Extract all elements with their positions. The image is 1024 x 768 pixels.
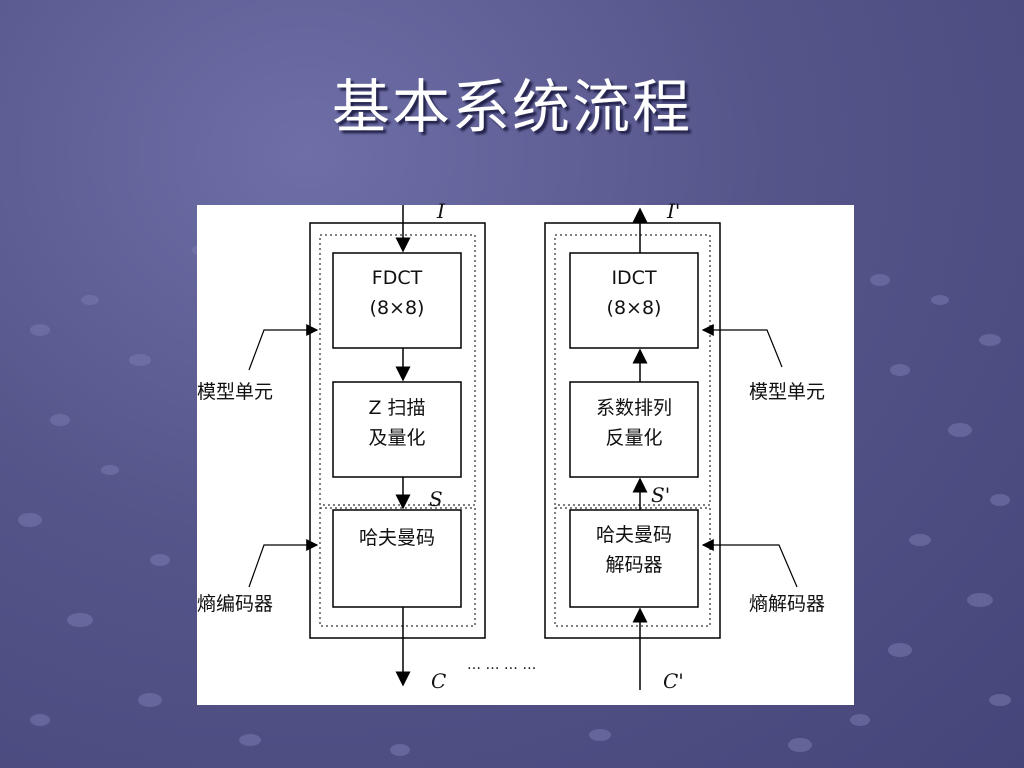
- idct-box: [569, 252, 699, 349]
- decoder-outer-frame: [544, 222, 721, 639]
- jpeg-flow-diagram: I FDCT (8×8) Z 扫描 及量化 S 哈夫曼码 C 模型单元 熵编码器…: [197, 199, 854, 705]
- huffman-decoder-box: [569, 509, 699, 608]
- decoder-entropy-label: 熵解码器: [749, 593, 826, 615]
- huffman-encoder-label: 哈夫曼码: [358, 527, 435, 549]
- encoder-entropy-dotted-frame: [319, 507, 476, 627]
- decoder-entropy-dotted-frame: [554, 507, 711, 627]
- decoder-s-symbol: S': [651, 483, 671, 507]
- reorder-label: 系数排列 反量化: [570, 393, 698, 453]
- encoder-entropy-label: 熵编码器: [197, 593, 274, 615]
- reorder-line1: 系数排列: [595, 397, 672, 419]
- huffman-decoder-line2: 解码器: [605, 554, 663, 576]
- decoder-model-dotted-frame: [554, 234, 711, 506]
- idct-label: IDCT (8×8): [570, 263, 698, 323]
- idct-line2: (8×8): [606, 297, 662, 319]
- encoder-outer-frame: [309, 222, 486, 639]
- zscan-line2: 及量化: [368, 427, 426, 449]
- huffman-decoder-label: 哈夫曼码 解码器: [570, 520, 698, 580]
- encoder-output-symbol: C: [431, 669, 447, 693]
- reorder-line2: 反量化: [605, 427, 663, 449]
- decoder-model-label: 模型单元: [749, 381, 826, 403]
- encoder-model-dotted-frame: [319, 234, 476, 506]
- huffman-decoder-line1: 哈夫曼码: [595, 524, 672, 546]
- reorder-box: [569, 381, 699, 478]
- zscan-line1: Z 扫描: [368, 397, 426, 419]
- fdct-box: [332, 252, 462, 349]
- zscan-label: Z 扫描 及量化: [333, 393, 461, 453]
- fdct-line1: FDCT: [371, 267, 423, 289]
- fdct-line2: (8×8): [369, 297, 425, 319]
- slide-title: 基本系统流程: [331, 73, 692, 141]
- fdct-label: FDCT (8×8): [333, 263, 461, 323]
- decoder-output-symbol: I': [667, 199, 681, 223]
- idct-line1: IDCT: [611, 267, 657, 289]
- diagram-lines: [248, 205, 798, 690]
- decoder-input-symbol: C': [663, 669, 684, 693]
- channel-dots: … … … …: [467, 657, 537, 673]
- encoder-input-symbol: I: [437, 199, 445, 223]
- encoder-s-symbol: S: [429, 487, 443, 511]
- encoder-model-label: 模型单元: [197, 381, 274, 403]
- huffman-encoder-box: [332, 509, 462, 608]
- zscan-box: [332, 381, 462, 478]
